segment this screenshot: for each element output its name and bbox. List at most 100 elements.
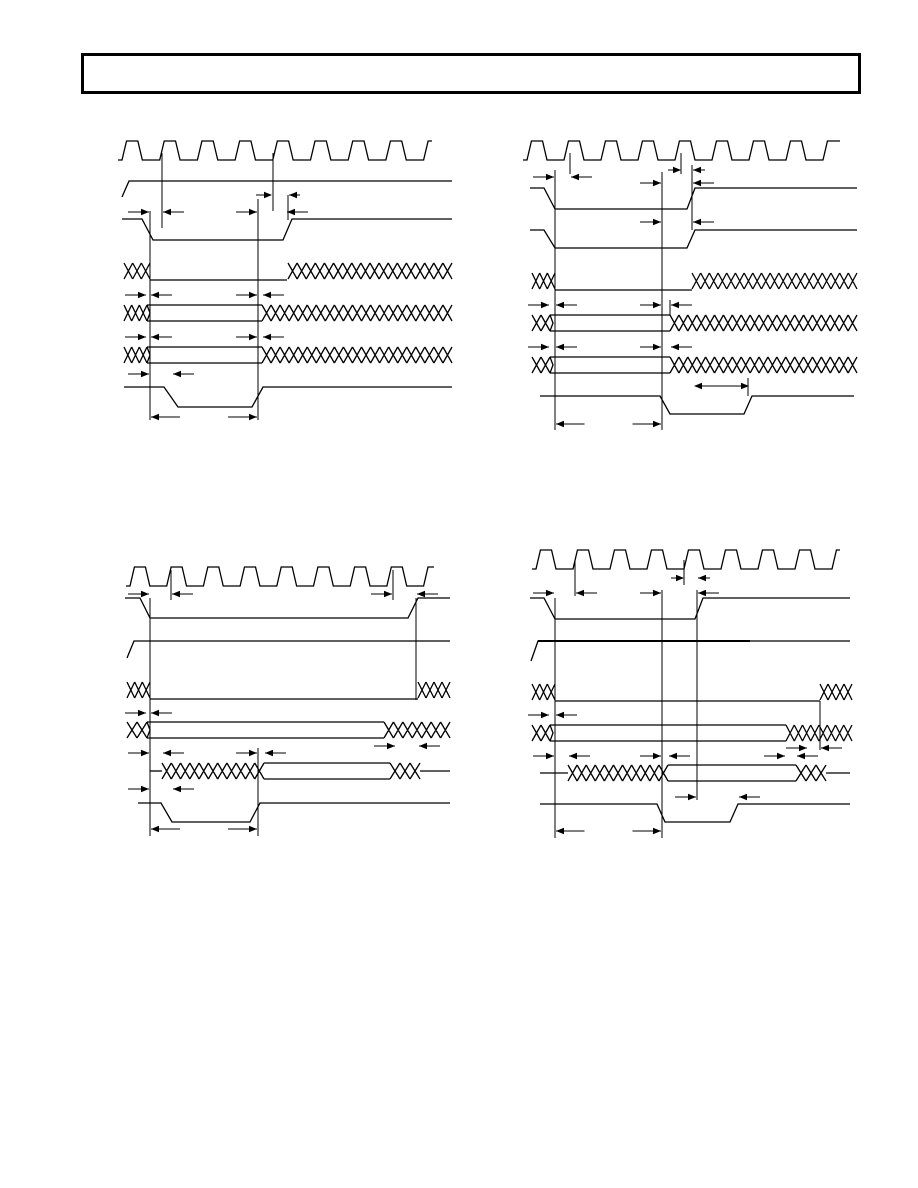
tl-bus-a-arrows-l-left-arrow bbox=[138, 291, 146, 299]
br-data-arrows-r-left-arrow bbox=[653, 752, 661, 760]
tr-ack-delay-right bbox=[741, 382, 749, 390]
tr-bus-b-arrows-r-left-arrow bbox=[653, 343, 661, 351]
bl-cycle-span-left-arrow bbox=[151, 825, 159, 833]
br-bus-a-invalid-left bbox=[531, 724, 551, 742]
tr-ack-low bbox=[540, 395, 854, 415]
tr-strobe-1 bbox=[530, 187, 857, 210]
tr-bus-a-invalid-left bbox=[531, 314, 551, 332]
tr-clock bbox=[523, 140, 840, 161]
tl-bus-b-arrows-l-right-arrow bbox=[151, 333, 159, 341]
bl-clk-end-arrows-left-arrow bbox=[384, 590, 392, 598]
bl-data-hold-arrows-right-arrow bbox=[419, 742, 427, 750]
br-data-arrows-mid-left-arrow bbox=[777, 752, 785, 760]
bl-bus-a-invalid-left bbox=[126, 721, 148, 739]
br-clk-arrows-right-arrow bbox=[576, 589, 584, 597]
br-data-hold-arrows-left-arrow bbox=[799, 744, 807, 752]
tr-cycle-span-right-arrow bbox=[653, 420, 661, 428]
tr-strobe-2-arrows-right-arrow bbox=[693, 218, 701, 226]
bl-strobe-low bbox=[125, 597, 450, 619]
bl-data-hold-arrows-left-arrow bbox=[387, 742, 395, 750]
bl-clk-arrows-right-arrow bbox=[172, 590, 180, 598]
tl-bus-a-arrows-l-right-arrow bbox=[151, 291, 159, 299]
tr-addr-x-left bbox=[531, 272, 556, 290]
tl-setup-arrows-right-arrow bbox=[163, 208, 171, 216]
tr-bus-b-invalid-left bbox=[531, 356, 551, 374]
tl-cycle-span-right-arrow bbox=[249, 413, 257, 421]
bl-data-arrows-l-left-arrow bbox=[141, 749, 149, 757]
br-enable-rise bbox=[530, 640, 850, 662]
timing-diagram-top-left bbox=[118, 140, 453, 421]
tr-strobe-2 bbox=[530, 229, 857, 249]
tr-bus-b-invalid-right bbox=[669, 356, 858, 374]
tr-clk-arrows-left-arrow bbox=[546, 173, 554, 181]
bl-data-x-left bbox=[161, 762, 265, 780]
tl-bus-a-arrows-r-right-arrow bbox=[263, 291, 271, 299]
bl-enable-rise bbox=[126, 640, 450, 659]
br-cycle-span-left-arrow bbox=[556, 827, 564, 835]
tl-bus-b-arrows-r-left-arrow bbox=[249, 333, 257, 341]
br-bus-a-arrows-right-arrow bbox=[556, 711, 564, 719]
bl-clock bbox=[126, 566, 434, 587]
bl-data-arrows-r-right-arrow bbox=[265, 749, 273, 757]
bl-ack-arrows-left-arrow bbox=[141, 785, 149, 793]
tl-ack-arrows-left-arrow bbox=[141, 370, 149, 378]
br-cycle-span-right-arrow bbox=[653, 827, 661, 835]
br-clock bbox=[532, 549, 840, 570]
br-clk-arrows-left-arrow bbox=[546, 589, 554, 597]
tr-ack-delay-left bbox=[694, 382, 702, 390]
tr-strobe-1-arrows-right-arrow bbox=[693, 179, 701, 187]
bl-data-x-right bbox=[389, 762, 421, 780]
tr-bus-a-arrows-r-left-arrow bbox=[653, 301, 661, 309]
br-bus-a-open-edge bbox=[549, 724, 554, 742]
tl-bus-a-arrows-r-left-arrow bbox=[249, 291, 257, 299]
br-data-arrows-r-right-arrow bbox=[669, 752, 677, 760]
br-strobe-low bbox=[530, 597, 850, 620]
tr-bus-a-invalid-right bbox=[669, 314, 858, 332]
timing-diagram-top-right bbox=[523, 140, 858, 430]
tl-addr-x-right bbox=[287, 262, 453, 280]
bl-ack-low bbox=[138, 802, 450, 823]
br-t2-arrow bbox=[698, 574, 706, 582]
tl-cycle-span-left-arrow bbox=[151, 413, 159, 421]
tr-bus-a-open-edge bbox=[549, 314, 554, 332]
bl-clk-arrows-left-arrow bbox=[141, 590, 149, 598]
bl-addr-x-right bbox=[417, 681, 451, 699]
tl-t1-arrow bbox=[264, 191, 272, 199]
bl-bus-a-invalid-right bbox=[383, 721, 451, 739]
br-strobe-arrows-right-arrow bbox=[698, 589, 706, 597]
br-data-x-left bbox=[567, 764, 669, 782]
tl-bus-a-invalid-left bbox=[123, 304, 148, 322]
bl-bus-a-arrows-left-arrow bbox=[138, 709, 146, 717]
br-data-arrows-l-right-arrow bbox=[569, 752, 577, 760]
br-addr-x-right bbox=[819, 683, 853, 701]
br-data-arrows-mid-right-arrow bbox=[797, 752, 805, 760]
tr-bus-a-arrows-r-right-arrow bbox=[671, 301, 679, 309]
br-t1-arrow bbox=[676, 574, 684, 582]
tr-bus-b-open-edge bbox=[549, 356, 554, 374]
bl-data-arrows-l-right-arrow bbox=[163, 749, 171, 757]
tl-hold-arrows-left-arrow bbox=[249, 208, 257, 216]
tr-t1-arrow bbox=[673, 166, 681, 174]
br-data-arrows-l-left-arrow bbox=[546, 752, 554, 760]
bl-addr-x-left bbox=[126, 681, 151, 699]
tr-bus-b-arrows-l-left-arrow bbox=[541, 343, 549, 351]
tl-ack-arrows-right-arrow bbox=[173, 370, 181, 378]
tl-bus-b-invalid-right bbox=[261, 346, 453, 364]
br-ack-low bbox=[540, 803, 850, 823]
timing-diagram-bottom-left bbox=[125, 566, 451, 836]
br-bus-a-invalid-right bbox=[785, 724, 853, 742]
tl-setup-arrows-left-arrow bbox=[141, 208, 149, 216]
tl-clock bbox=[118, 140, 432, 161]
br-ack-arrows-left-arrow bbox=[688, 793, 696, 801]
tr-bus-b-arrows-r-right-arrow bbox=[671, 343, 679, 351]
tl-addr-x-left bbox=[123, 262, 151, 280]
bl-ack-arrows-right-arrow bbox=[173, 785, 181, 793]
tl-bus-a-invalid-right bbox=[261, 304, 453, 322]
bl-data-arrows-r-left-arrow bbox=[249, 749, 257, 757]
tl-hold-arrows-right-arrow bbox=[287, 208, 295, 216]
tl-bus-b-arrows-l-left-arrow bbox=[138, 333, 146, 341]
tr-bus-a-arrows-l-right-arrow bbox=[556, 301, 564, 309]
br-data-x-right bbox=[795, 764, 827, 782]
br-ack-arrows-right-arrow bbox=[739, 793, 747, 801]
